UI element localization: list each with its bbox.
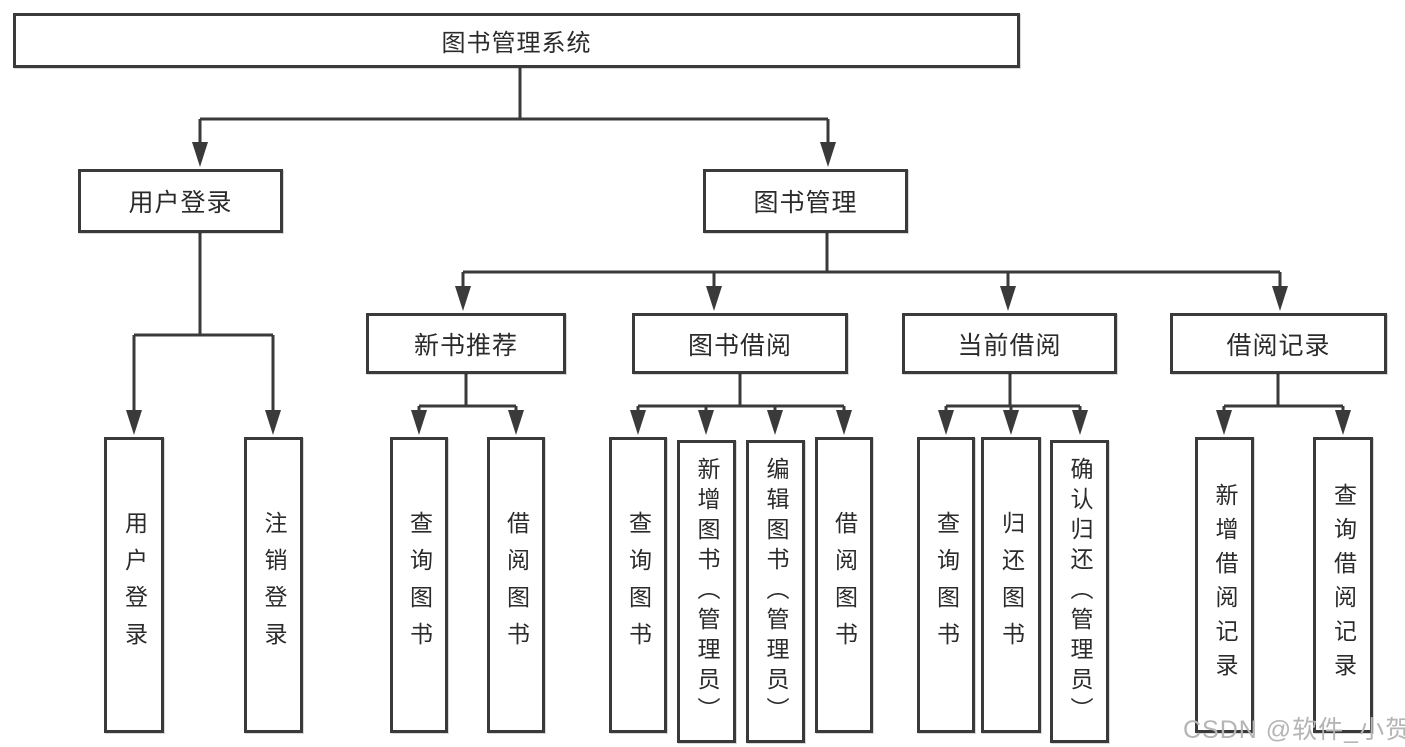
node-current-borrow: 当前借阅: [902, 313, 1117, 374]
leaf-query-books-borrow: 查询图书: [609, 437, 667, 733]
node-borrow-records: 借阅记录: [1170, 313, 1387, 374]
node-new-book-recommend-label: 新书推荐: [413, 331, 518, 360]
leaf-query-books-current-label: 查询图书: [933, 511, 960, 659]
node-user-login-label: 用户登录: [128, 189, 233, 217]
leaf-logout: 注销登录: [244, 437, 303, 733]
connector-root: [192, 68, 836, 167]
leaf-confirm-return-admin: 确认归还（管理员）: [1050, 440, 1109, 743]
connector-new-book-recommend: [411, 374, 524, 435]
node-borrow-records-label: 借阅记录: [1226, 331, 1331, 360]
leaf-query-books-current: 查询图书: [917, 437, 975, 733]
leaf-add-borrow-record: 新增借阅记录: [1195, 437, 1254, 733]
leaf-query-books-recommend-label: 查询图书: [406, 511, 433, 659]
connector-book-management: [455, 233, 1288, 311]
connector-user-login: [126, 233, 281, 435]
node-current-borrow-label: 当前借阅: [957, 331, 1062, 360]
connector-borrow-records: [1216, 374, 1351, 435]
leaf-borrow-books-label: 借阅图书: [831, 511, 858, 659]
leaf-borrow-books-recommend: 借阅图书: [487, 437, 545, 733]
watermark: CSDN @软件_小贺同学: [1183, 716, 1405, 744]
leaf-query-borrow-record: 查询借阅记录: [1313, 437, 1373, 733]
node-root: 图书管理系统: [13, 13, 1020, 68]
leaf-user-login: 用户登录: [104, 437, 164, 733]
leaf-confirm-return-admin-label: 确认归还（管理员）: [1067, 456, 1093, 727]
leaf-borrow-books: 借阅图书: [815, 437, 873, 733]
node-root-label: 图书管理系统: [441, 30, 592, 57]
node-book-management-label: 图书管理: [753, 189, 858, 217]
connector-book-borrow: [630, 374, 852, 435]
leaf-query-books-borrow-label: 查询图书: [625, 511, 652, 659]
node-user-login: 用户登录: [78, 169, 283, 233]
leaf-edit-books-admin-label: 编辑图书（管理员）: [763, 456, 789, 727]
node-book-borrow-label: 图书借阅: [687, 331, 792, 360]
leaf-query-books-recommend: 查询图书: [390, 437, 448, 733]
leaf-user-login-label: 用户登录: [121, 511, 148, 659]
node-new-book-recommend: 新书推荐: [366, 313, 566, 374]
leaf-return-books: 归还图书: [981, 437, 1041, 733]
leaf-add-books-admin-label: 新增图书（管理员）: [694, 456, 720, 727]
leaf-query-borrow-record-label: 查询借阅记录: [1330, 483, 1357, 687]
leaf-logout-label: 注销登录: [261, 511, 287, 659]
node-book-management: 图书管理: [703, 169, 908, 233]
node-book-borrow: 图书借阅: [632, 313, 848, 374]
leaf-edit-books-admin: 编辑图书（管理员）: [746, 440, 805, 743]
connector-current-borrow: [938, 374, 1088, 435]
leaf-borrow-books-recommend-label: 借阅图书: [503, 511, 530, 659]
leaf-add-borrow-record-label: 新增借阅记录: [1212, 483, 1238, 687]
leaf-add-books-admin: 新增图书（管理员）: [677, 440, 736, 743]
leaf-return-books-label: 归还图书: [998, 511, 1025, 659]
